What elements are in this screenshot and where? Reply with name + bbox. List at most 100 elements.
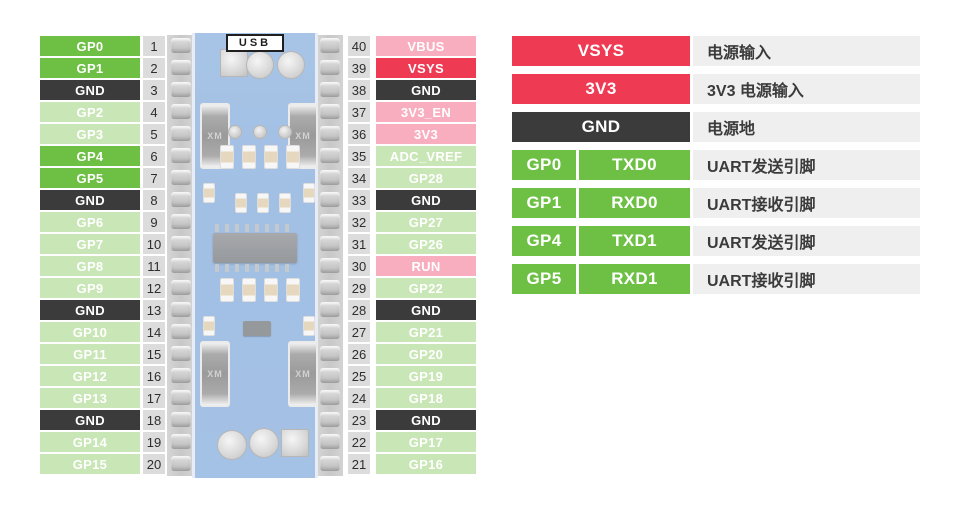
pin-socket [170, 236, 191, 251]
solder-pad [220, 49, 248, 77]
component-mark: XM [295, 369, 311, 379]
pin-number: 4 [143, 102, 165, 122]
pin-number: 11 [143, 256, 165, 276]
pin-socket [319, 390, 340, 405]
pin-number: 33 [348, 190, 370, 210]
legend-description: UART接收引脚 [693, 188, 920, 218]
ic-chip-legs [215, 264, 295, 272]
pin-label-badge: GP26 [376, 234, 476, 254]
right-pin-header-strip [316, 35, 343, 476]
solder-pad [249, 428, 279, 458]
pin-socket [170, 280, 191, 295]
pin-socket [170, 324, 191, 339]
pin-number: 26 [348, 344, 370, 364]
pin-socket [319, 258, 340, 273]
resistor [220, 278, 234, 302]
pin-socket [170, 38, 191, 53]
pin-socket [319, 456, 340, 471]
resistor [303, 183, 315, 203]
component-mark: XM [207, 369, 223, 379]
pin-label-badge: GP13 [40, 388, 140, 408]
pin-number: 8 [143, 190, 165, 210]
pin-label-badge: GP5 [40, 168, 140, 188]
pin-number: 36 [348, 124, 370, 144]
crystal-component: XM [288, 103, 318, 169]
pcb-body: XM XM XM XM [192, 33, 318, 478]
pin-label-badge: GP2 [40, 102, 140, 122]
pin-socket [319, 236, 340, 251]
pin-number: 20 [143, 454, 165, 474]
pin-number: 9 [143, 212, 165, 232]
legend-description: UART发送引脚 [693, 150, 920, 180]
ic-chip-legs [215, 224, 295, 232]
pin-number: 40 [348, 36, 370, 56]
pin-number: 32 [348, 212, 370, 232]
legend-badge-cell: 3V3 [512, 74, 690, 104]
pin-socket [170, 390, 191, 405]
pin-number: 2 [143, 58, 165, 78]
pin-socket [319, 38, 340, 53]
pin-socket [170, 148, 191, 163]
pin-socket [319, 346, 340, 361]
pin-number: 12 [143, 278, 165, 298]
pin-label-badge: 3V3 [376, 124, 476, 144]
legend-description: 电源地 [693, 112, 920, 142]
pin-number: 7 [143, 168, 165, 188]
pin-label-badge: GP9 [40, 278, 140, 298]
pin-socket [170, 82, 191, 97]
pin-socket [170, 60, 191, 75]
pin-socket [170, 368, 191, 383]
pico-board-photo: XM XM XM XM [167, 33, 343, 478]
pin-socket [319, 412, 340, 427]
resistor [264, 145, 278, 169]
legend-badge: 3V3 [512, 74, 690, 104]
pin-row-3v3: 36 3V3 [348, 124, 476, 144]
legend-badge-cell: TXD1 [579, 226, 690, 256]
pin-label-badge: GP4 [40, 146, 140, 166]
pin-label-badge: GP6 [40, 212, 140, 232]
pin-number: 10 [143, 234, 165, 254]
resistor [286, 278, 300, 302]
pcb-via [253, 125, 267, 139]
pin-label-badge: GND [376, 410, 476, 430]
pin-socket [170, 456, 191, 471]
pin-socket [319, 170, 340, 185]
legend-badge-cell: GP1 [512, 188, 576, 218]
pin-label-badge: GP20 [376, 344, 476, 364]
pin-number: 15 [143, 344, 165, 364]
crystal-component: XM [288, 341, 318, 407]
pin-socket [319, 368, 340, 383]
usb-connector-label: USB [226, 34, 284, 52]
pin-number: 29 [348, 278, 370, 298]
legend-badge: GND [512, 112, 690, 142]
pin-number: 38 [348, 80, 370, 100]
pin-label-badge: GP14 [40, 432, 140, 452]
pcb-via [278, 125, 292, 139]
pin-socket [319, 60, 340, 75]
resistor [203, 183, 215, 203]
pin-socket [170, 258, 191, 273]
pin-socket [319, 280, 340, 295]
legend-description: UART发送引脚 [693, 226, 920, 256]
resistor [242, 145, 256, 169]
